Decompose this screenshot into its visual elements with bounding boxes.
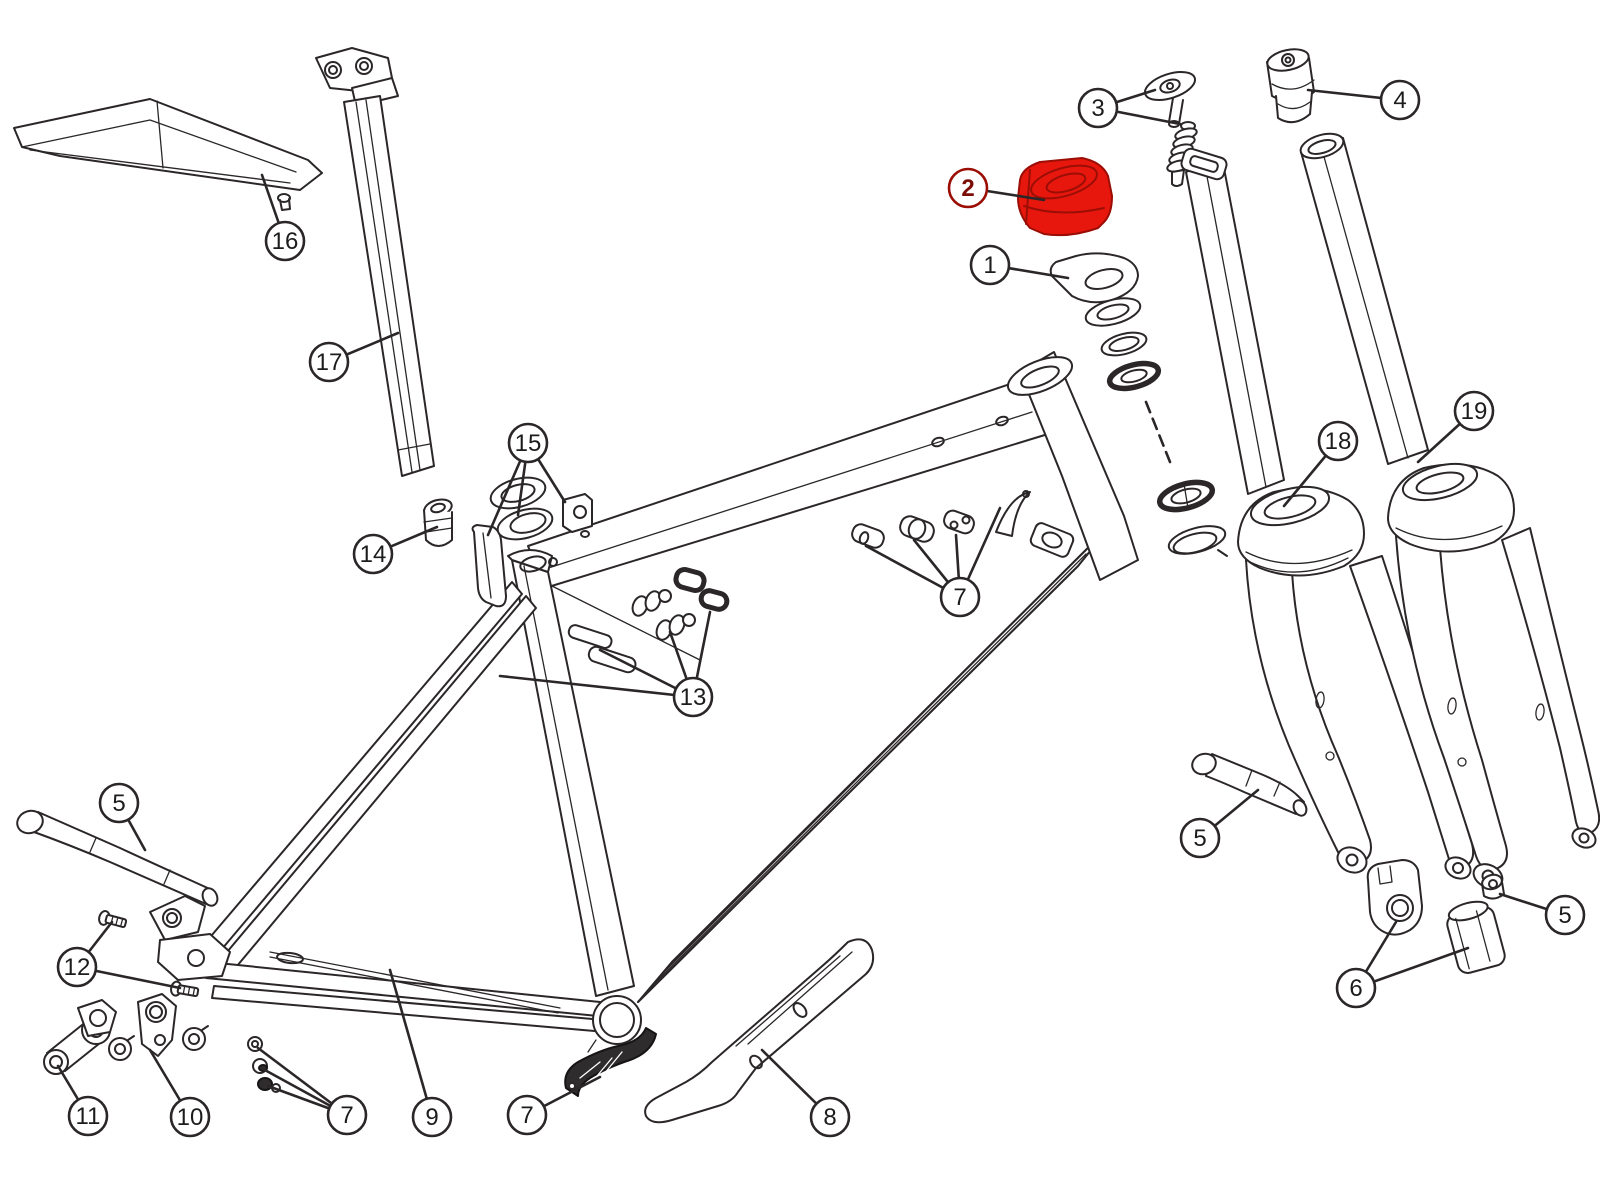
callout-11[interactable]: 11	[67, 1095, 109, 1137]
callout-1[interactable]: 1	[969, 244, 1011, 286]
callout-8-number: 8	[823, 1104, 836, 1131]
callout-balloons: 1 2 3 4 5 5 5 6 7 7 7 8 9 10 11	[56, 79, 1586, 1138]
derailleur-hanger	[137, 993, 209, 1057]
callout-12[interactable]: 12	[56, 946, 98, 988]
callout-14-number: 14	[360, 541, 387, 568]
frame-drawing	[149, 351, 1139, 1053]
fork-19-drawing	[1299, 132, 1600, 889]
callout-7-number: 7	[340, 1102, 353, 1129]
callout-2-number: 2	[961, 175, 974, 202]
downtube-guard	[644, 938, 875, 1124]
callout-5-number: 5	[112, 790, 125, 817]
callout-4[interactable]: 4	[1379, 79, 1421, 121]
callout-15-number: 15	[515, 430, 542, 457]
expander-plug	[1266, 48, 1315, 124]
pivot-bolts	[98, 910, 200, 998]
cable-port-covers	[851, 490, 1075, 558]
callout-10[interactable]: 10	[169, 1096, 211, 1138]
callout-16-number: 16	[272, 228, 299, 255]
callout-19[interactable]: 19	[1453, 390, 1495, 432]
callout-13-number: 13	[680, 684, 707, 711]
callout-3[interactable]: 3	[1077, 87, 1119, 129]
callout-1-number: 1	[983, 252, 996, 279]
internal-routing-parts	[567, 566, 730, 674]
callout-7-toptube-ports[interactable]: 7	[939, 576, 981, 618]
callout-15[interactable]: 15	[507, 422, 549, 464]
callout-5-number: 5	[1193, 825, 1206, 852]
callout-14[interactable]: 14	[352, 533, 394, 575]
callout-5-fork-nut[interactable]: 5	[1544, 894, 1586, 936]
fork-nut	[1481, 873, 1505, 900]
callout-7-number: 7	[953, 584, 966, 611]
rear-thru-axle	[16, 809, 219, 907]
callout-19-number: 19	[1461, 398, 1488, 425]
callout-9-number: 9	[425, 1104, 438, 1131]
callout-4-number: 4	[1393, 87, 1406, 114]
callout-5-fork-bolt[interactable]: 5	[1179, 817, 1221, 859]
dropout-inserts	[1366, 859, 1506, 974]
callout-13[interactable]: 13	[672, 676, 714, 718]
callout-16[interactable]: 16	[264, 220, 306, 262]
callout-5-rear-axle[interactable]: 5	[98, 782, 140, 824]
callout-11-number: 11	[76, 1103, 101, 1130]
callout-7-number: 7	[520, 1102, 533, 1129]
seat-clamp-parts	[471, 476, 593, 608]
highlighted-part-headset-cone	[1017, 157, 1113, 237]
headset-stack	[1049, 252, 1228, 557]
seatpost-wedge	[423, 498, 453, 547]
bb-cable-guide	[564, 1027, 657, 1097]
callout-3-number: 3	[1091, 95, 1104, 122]
saddle-drawing	[13, 98, 323, 211]
seatpost-drawing	[315, 47, 435, 477]
hanger-with-link	[43, 999, 135, 1075]
callout-17[interactable]: 17	[308, 341, 350, 383]
callout-2-highlighted[interactable]: 2	[947, 167, 989, 209]
callout-6-number: 6	[1349, 975, 1362, 1002]
callout-9[interactable]: 9	[411, 1096, 453, 1138]
fork-pinch-bolt	[1191, 752, 1308, 817]
callout-6[interactable]: 6	[1335, 967, 1377, 1009]
callout-8[interactable]: 8	[809, 1096, 851, 1138]
callout-7-bb-guide[interactable]: 7	[506, 1094, 548, 1136]
callout-17-number: 17	[316, 349, 343, 376]
callout-5-number: 5	[1558, 902, 1571, 929]
callout-12-number: 12	[64, 954, 91, 981]
frame-grommets	[247, 1036, 281, 1093]
callout-10-number: 10	[177, 1104, 204, 1131]
callout-18-number: 18	[1325, 428, 1352, 455]
fork-18-drawing	[1180, 147, 1475, 880]
callout-18[interactable]: 18	[1317, 420, 1359, 462]
callout-7-grommets[interactable]: 7	[326, 1094, 368, 1136]
